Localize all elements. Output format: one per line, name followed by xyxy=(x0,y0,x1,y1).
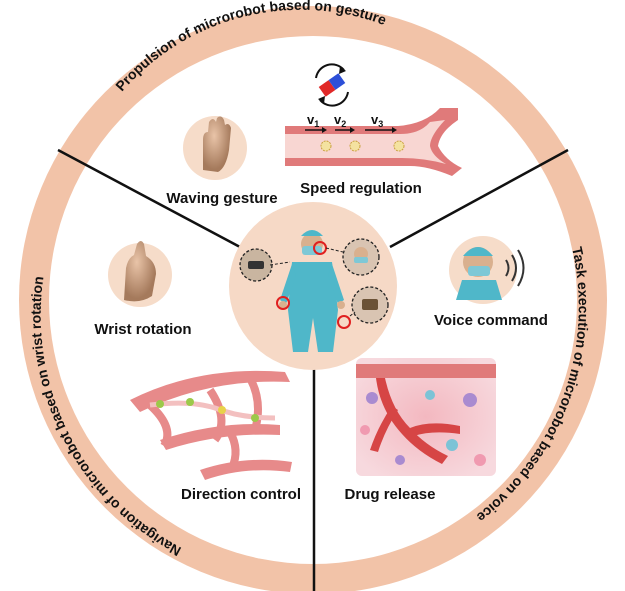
label-drug-release: Drug release xyxy=(345,486,436,503)
divider-right xyxy=(389,148,569,249)
highlight-circle-arm xyxy=(276,296,290,310)
label-direction-control: Direction control xyxy=(181,486,301,503)
velocity-v1: v1 xyxy=(307,112,319,129)
divider-left xyxy=(57,148,241,249)
tumor-tissue xyxy=(356,358,496,476)
voice-face-icon xyxy=(456,247,502,300)
velocity-v3: v3 xyxy=(371,112,383,129)
label-wrist-rotation: Wrist rotation xyxy=(94,321,191,338)
vessel-network xyxy=(130,370,292,480)
highlight-circle-hand xyxy=(337,315,351,329)
sound-waves-icon xyxy=(505,249,525,287)
speed-vessel xyxy=(285,108,462,176)
label-waving-gesture: Waving gesture xyxy=(166,190,277,207)
label-speed-regulation: Speed regulation xyxy=(300,180,422,197)
wrist-hand-icon xyxy=(124,241,156,302)
waving-hand-icon xyxy=(203,116,231,172)
rotating-magnet-icon xyxy=(315,63,349,107)
velocity-v2: v2 xyxy=(334,112,346,129)
label-voice-command: Voice command xyxy=(434,312,548,329)
